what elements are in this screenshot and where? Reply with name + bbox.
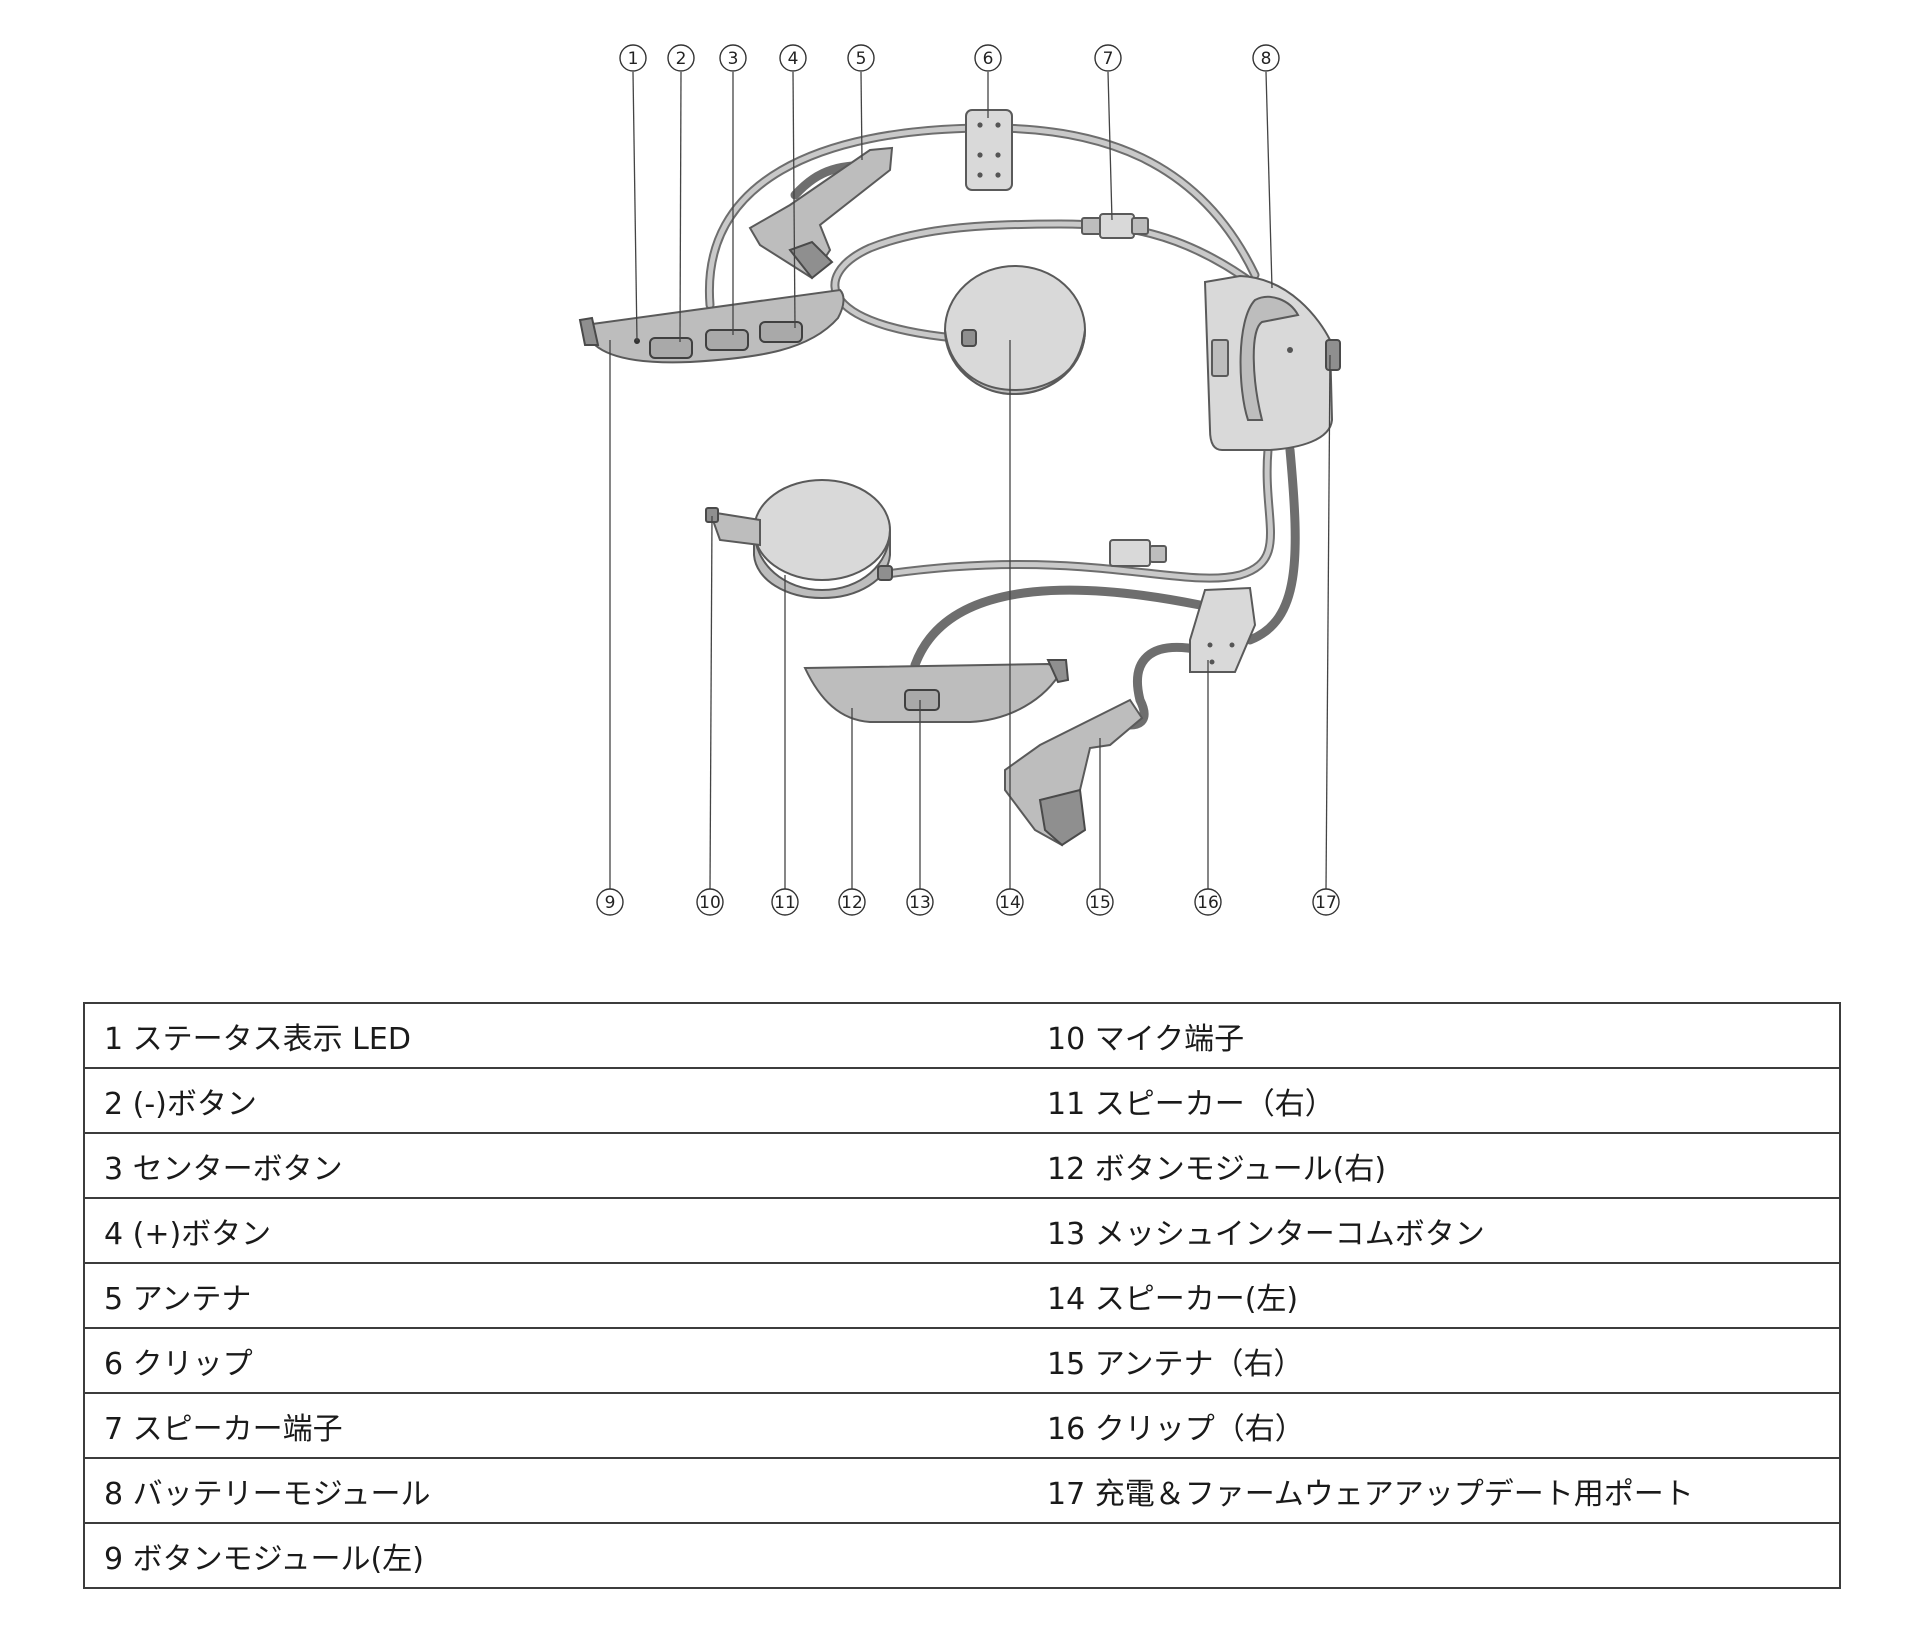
legend-item: 10 マイク端子	[1047, 1002, 1841, 1069]
legend-item: 1 ステータス表示 LED	[83, 1002, 1047, 1069]
legend-row: 6 クリップ 15 アンテナ（右）	[83, 1327, 1841, 1394]
battery-module	[1203, 274, 1341, 451]
legend-row: 5 アンテナ 14 スピーカー(左)	[83, 1262, 1841, 1329]
svg-text:1: 1	[628, 49, 639, 69]
svg-text:2: 2	[676, 49, 687, 69]
legend-item: 3 センターボタン	[83, 1132, 1047, 1199]
svg-text:12: 12	[841, 893, 863, 913]
callout-4: 4	[779, 44, 807, 72]
legend-item: 4 (+)ボタン	[83, 1197, 1047, 1264]
clip-left	[965, 109, 1013, 191]
legend-item: 9 ボタンモジュール(左)	[83, 1522, 1047, 1589]
callout-9: 9	[596, 888, 624, 916]
speaker-right	[705, 479, 893, 600]
callout-7: 7	[1094, 44, 1122, 72]
legend-row: 1 ステータス表示 LED 10 マイク端子	[83, 1002, 1841, 1069]
callout-13: 13	[906, 888, 934, 916]
speaker-left	[944, 265, 1086, 396]
svg-text:17: 17	[1315, 893, 1337, 913]
component-diagram: 1 2 3 4 5 6 7 8 9 10 11 12	[578, 44, 1341, 916]
legend-item: 11 スピーカー（右）	[1047, 1067, 1841, 1134]
callout-3: 3	[719, 44, 747, 72]
legend-row: 2 (-)ボタン 11 スピーカー（右）	[83, 1067, 1841, 1134]
callout-8: 8	[1252, 44, 1280, 72]
callout-1: 1	[619, 44, 647, 72]
callout-14: 14	[996, 888, 1024, 916]
svg-text:5: 5	[856, 49, 867, 69]
legend-item: 15 アンテナ（右）	[1047, 1327, 1841, 1394]
svg-text:16: 16	[1197, 893, 1219, 913]
legend-item: 6 クリップ	[83, 1327, 1047, 1394]
clip-right	[1189, 586, 1257, 673]
callout-2: 2	[667, 44, 695, 72]
svg-text:14: 14	[999, 893, 1021, 913]
svg-text:15: 15	[1089, 893, 1111, 913]
legend-item: 2 (-)ボタン	[83, 1067, 1047, 1134]
callout-5: 5	[847, 44, 875, 72]
svg-text:7: 7	[1103, 49, 1114, 69]
legend-item: 16 クリップ（右）	[1047, 1392, 1841, 1459]
legend-item	[1047, 1522, 1841, 1589]
legend-item: 8 バッテリーモジュール	[83, 1457, 1047, 1524]
callout-16: 16	[1194, 888, 1222, 916]
svg-text:10: 10	[699, 893, 721, 913]
legend-row: 9 ボタンモジュール(左)	[83, 1522, 1841, 1589]
legend-row: 8 バッテリーモジュール 17 充電＆ファームウェアアップデート用ポート	[83, 1457, 1841, 1524]
legend-row: 4 (+)ボタン 13 メッシュインターコムボタン	[83, 1197, 1841, 1264]
callout-12: 12	[838, 888, 866, 916]
legend-item: 13 メッシュインターコムボタン	[1047, 1197, 1841, 1264]
callout-17: 17	[1312, 888, 1340, 916]
antenna-left	[748, 146, 894, 280]
legend-item: 12 ボタンモジュール(右)	[1047, 1132, 1841, 1199]
svg-text:11: 11	[774, 893, 796, 913]
callout-15: 15	[1086, 888, 1114, 916]
svg-text:4: 4	[788, 49, 799, 69]
antenna-right	[1004, 698, 1144, 847]
callout-11: 11	[771, 888, 799, 916]
button-module-right	[803, 659, 1070, 723]
leader-lines	[609, 71, 1331, 891]
legend-item: 17 充電＆ファームウェアアップデート用ポート	[1047, 1457, 1841, 1524]
legend-row: 3 センターボタン 12 ボタンモジュール(右)	[83, 1132, 1841, 1199]
svg-text:13: 13	[909, 893, 931, 913]
legend-item: 7 スピーカー端子	[83, 1392, 1047, 1459]
legend-item: 14 スピーカー(左)	[1047, 1262, 1841, 1329]
svg-text:6: 6	[983, 49, 994, 69]
legend-row: 7 スピーカー端子 16 クリップ（右）	[83, 1392, 1841, 1459]
svg-text:3: 3	[728, 49, 739, 69]
legend-item: 5 アンテナ	[83, 1262, 1047, 1329]
svg-text:8: 8	[1261, 49, 1272, 69]
speaker-connector	[1081, 213, 1149, 239]
lower-connector	[1109, 539, 1167, 567]
button-module-left	[578, 288, 845, 364]
callout-10: 10	[696, 888, 724, 916]
svg-text:9: 9	[605, 893, 616, 913]
callout-6: 6	[974, 44, 1002, 72]
parts-legend-table: 1 ステータス表示 LED 10 マイク端子 2 (-)ボタン 11 スピーカー…	[83, 1002, 1841, 1589]
